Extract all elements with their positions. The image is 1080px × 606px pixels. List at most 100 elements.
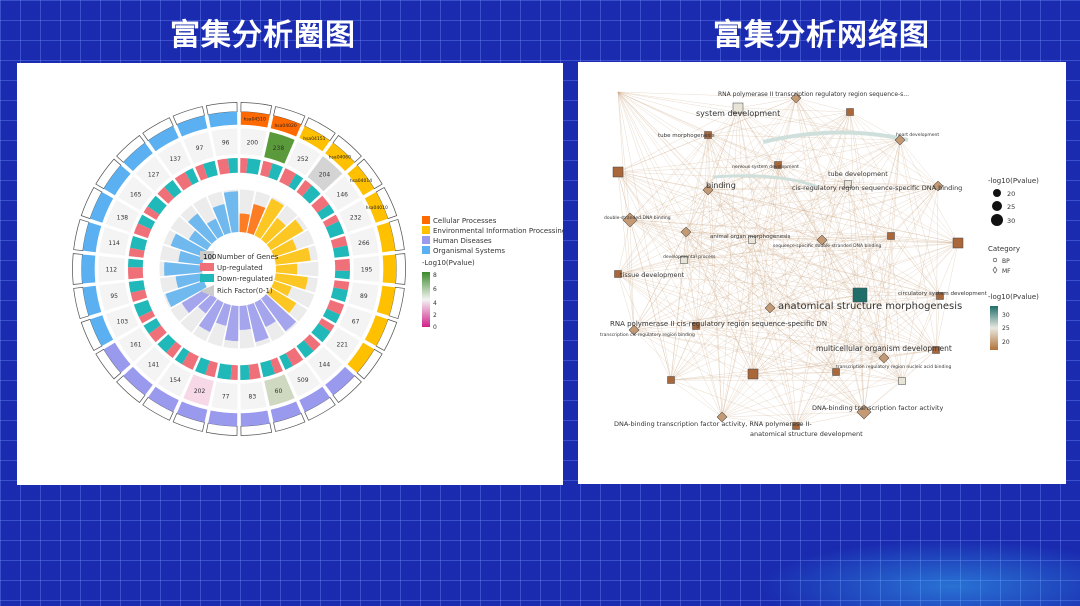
network-node-mf[interactable] [816, 234, 828, 246]
network-edge [737, 107, 892, 237]
network-edge [617, 171, 754, 375]
circos-count-sector [98, 255, 125, 283]
color-legend-gradient [990, 306, 998, 350]
network-node-bp[interactable] [852, 287, 868, 303]
circos-rich-bar [164, 262, 203, 276]
network-edge [629, 185, 939, 221]
circos-number-ring [202, 178, 221, 193]
network-edge [695, 107, 739, 327]
network-node-mf[interactable] [856, 404, 872, 420]
circos-number-ring [321, 260, 332, 278]
network-node-bp[interactable] [732, 102, 744, 114]
circos-rich-bar [188, 213, 217, 244]
pvalue-tick-4: 4 [433, 300, 437, 307]
circos-rich-bar [198, 294, 217, 314]
network-edge [859, 294, 941, 297]
network-node-mf[interactable] [878, 352, 890, 364]
network-node-bp[interactable] [667, 376, 675, 384]
circos-number-ring [273, 184, 293, 202]
circos-count-sector [135, 156, 171, 192]
network-edge [752, 183, 849, 375]
circos-rings [72, 102, 406, 436]
network-edge [707, 183, 849, 191]
network-edge [617, 91, 753, 241]
network-edge [883, 349, 937, 359]
circos-count-label: 195 [361, 267, 373, 274]
network-node-mf[interactable] [628, 324, 640, 336]
network-edge [721, 373, 754, 418]
network-node-bp[interactable] [844, 180, 852, 188]
network-edge [617, 189, 709, 275]
network-edge [617, 107, 739, 275]
network-edge [670, 379, 723, 418]
network-edge [847, 139, 901, 185]
network-edge [769, 185, 939, 309]
network-edge [633, 294, 861, 331]
circos-rich-bar [274, 247, 311, 265]
network-edge [629, 219, 892, 237]
network-edge [835, 357, 885, 373]
network-edge [883, 357, 903, 382]
network-edge [707, 134, 723, 418]
network-edge [777, 97, 797, 166]
network-edge [752, 371, 837, 375]
network-node-bp[interactable] [832, 368, 840, 376]
network-edge [617, 91, 697, 327]
network-edge [890, 235, 959, 244]
size-legend-dot-30 [991, 214, 1003, 226]
network-edge [670, 259, 685, 381]
circos-count-label: 146 [337, 191, 349, 198]
network-node-bp[interactable] [792, 422, 800, 430]
network-node-bp[interactable] [704, 131, 712, 139]
network-edge [617, 171, 635, 331]
network-node-mf[interactable] [764, 302, 776, 314]
network-edge [629, 219, 865, 413]
network-node-bp[interactable] [747, 368, 759, 380]
circos-sector-label: hsa04151 [303, 136, 325, 142]
network-node-bp[interactable] [887, 232, 895, 240]
network-node-mf[interactable] [932, 180, 944, 192]
network-edge [821, 185, 939, 241]
network-node-mf[interactable] [680, 226, 692, 238]
circos-number-ring [288, 325, 307, 344]
network-node-mf[interactable] [790, 92, 802, 104]
category-mf-marker [992, 266, 998, 274]
network-edge [695, 325, 937, 351]
network-node-bp[interactable] [846, 108, 854, 116]
network-node-bp[interactable] [774, 161, 782, 169]
circos-up-sector [143, 206, 160, 220]
network-edge [617, 171, 753, 241]
circos-up-sector [260, 160, 273, 178]
network-edge [721, 380, 903, 418]
network-edge [751, 139, 901, 241]
circos-count-sector [118, 176, 153, 211]
circos-count-sector [118, 327, 153, 362]
network-node-bp[interactable] [898, 377, 906, 385]
network-node-bp[interactable] [692, 322, 700, 330]
node-label-multicellular: multicellular organism development [816, 344, 952, 353]
network-edge [617, 242, 959, 275]
circos-count-sector [99, 227, 130, 256]
circos-up-sector [248, 363, 261, 380]
network-edge [685, 231, 885, 359]
network-node-mf[interactable] [622, 212, 638, 228]
network-node-bp[interactable] [614, 270, 622, 278]
circos-category-sector [299, 126, 330, 152]
network-edge [617, 91, 959, 244]
network-node-mf[interactable] [702, 184, 714, 196]
network-node-bp[interactable] [952, 237, 964, 249]
network-edge [629, 219, 687, 233]
network-node-bp[interactable] [936, 292, 944, 300]
network-node-bp[interactable] [612, 166, 624, 178]
network-node-bp[interactable] [748, 236, 756, 244]
network-node-mf[interactable] [894, 134, 906, 146]
circos-rich-bar [224, 305, 239, 342]
network-node-bp[interactable] [932, 346, 940, 354]
network-node-bp[interactable] [680, 256, 688, 264]
circos-count-label: 103 [117, 318, 129, 325]
network-edge [617, 185, 939, 275]
circos-down-sector [157, 334, 176, 353]
network-edge [683, 259, 937, 351]
network-edge [821, 239, 941, 297]
network-node-mf[interactable] [716, 411, 728, 423]
